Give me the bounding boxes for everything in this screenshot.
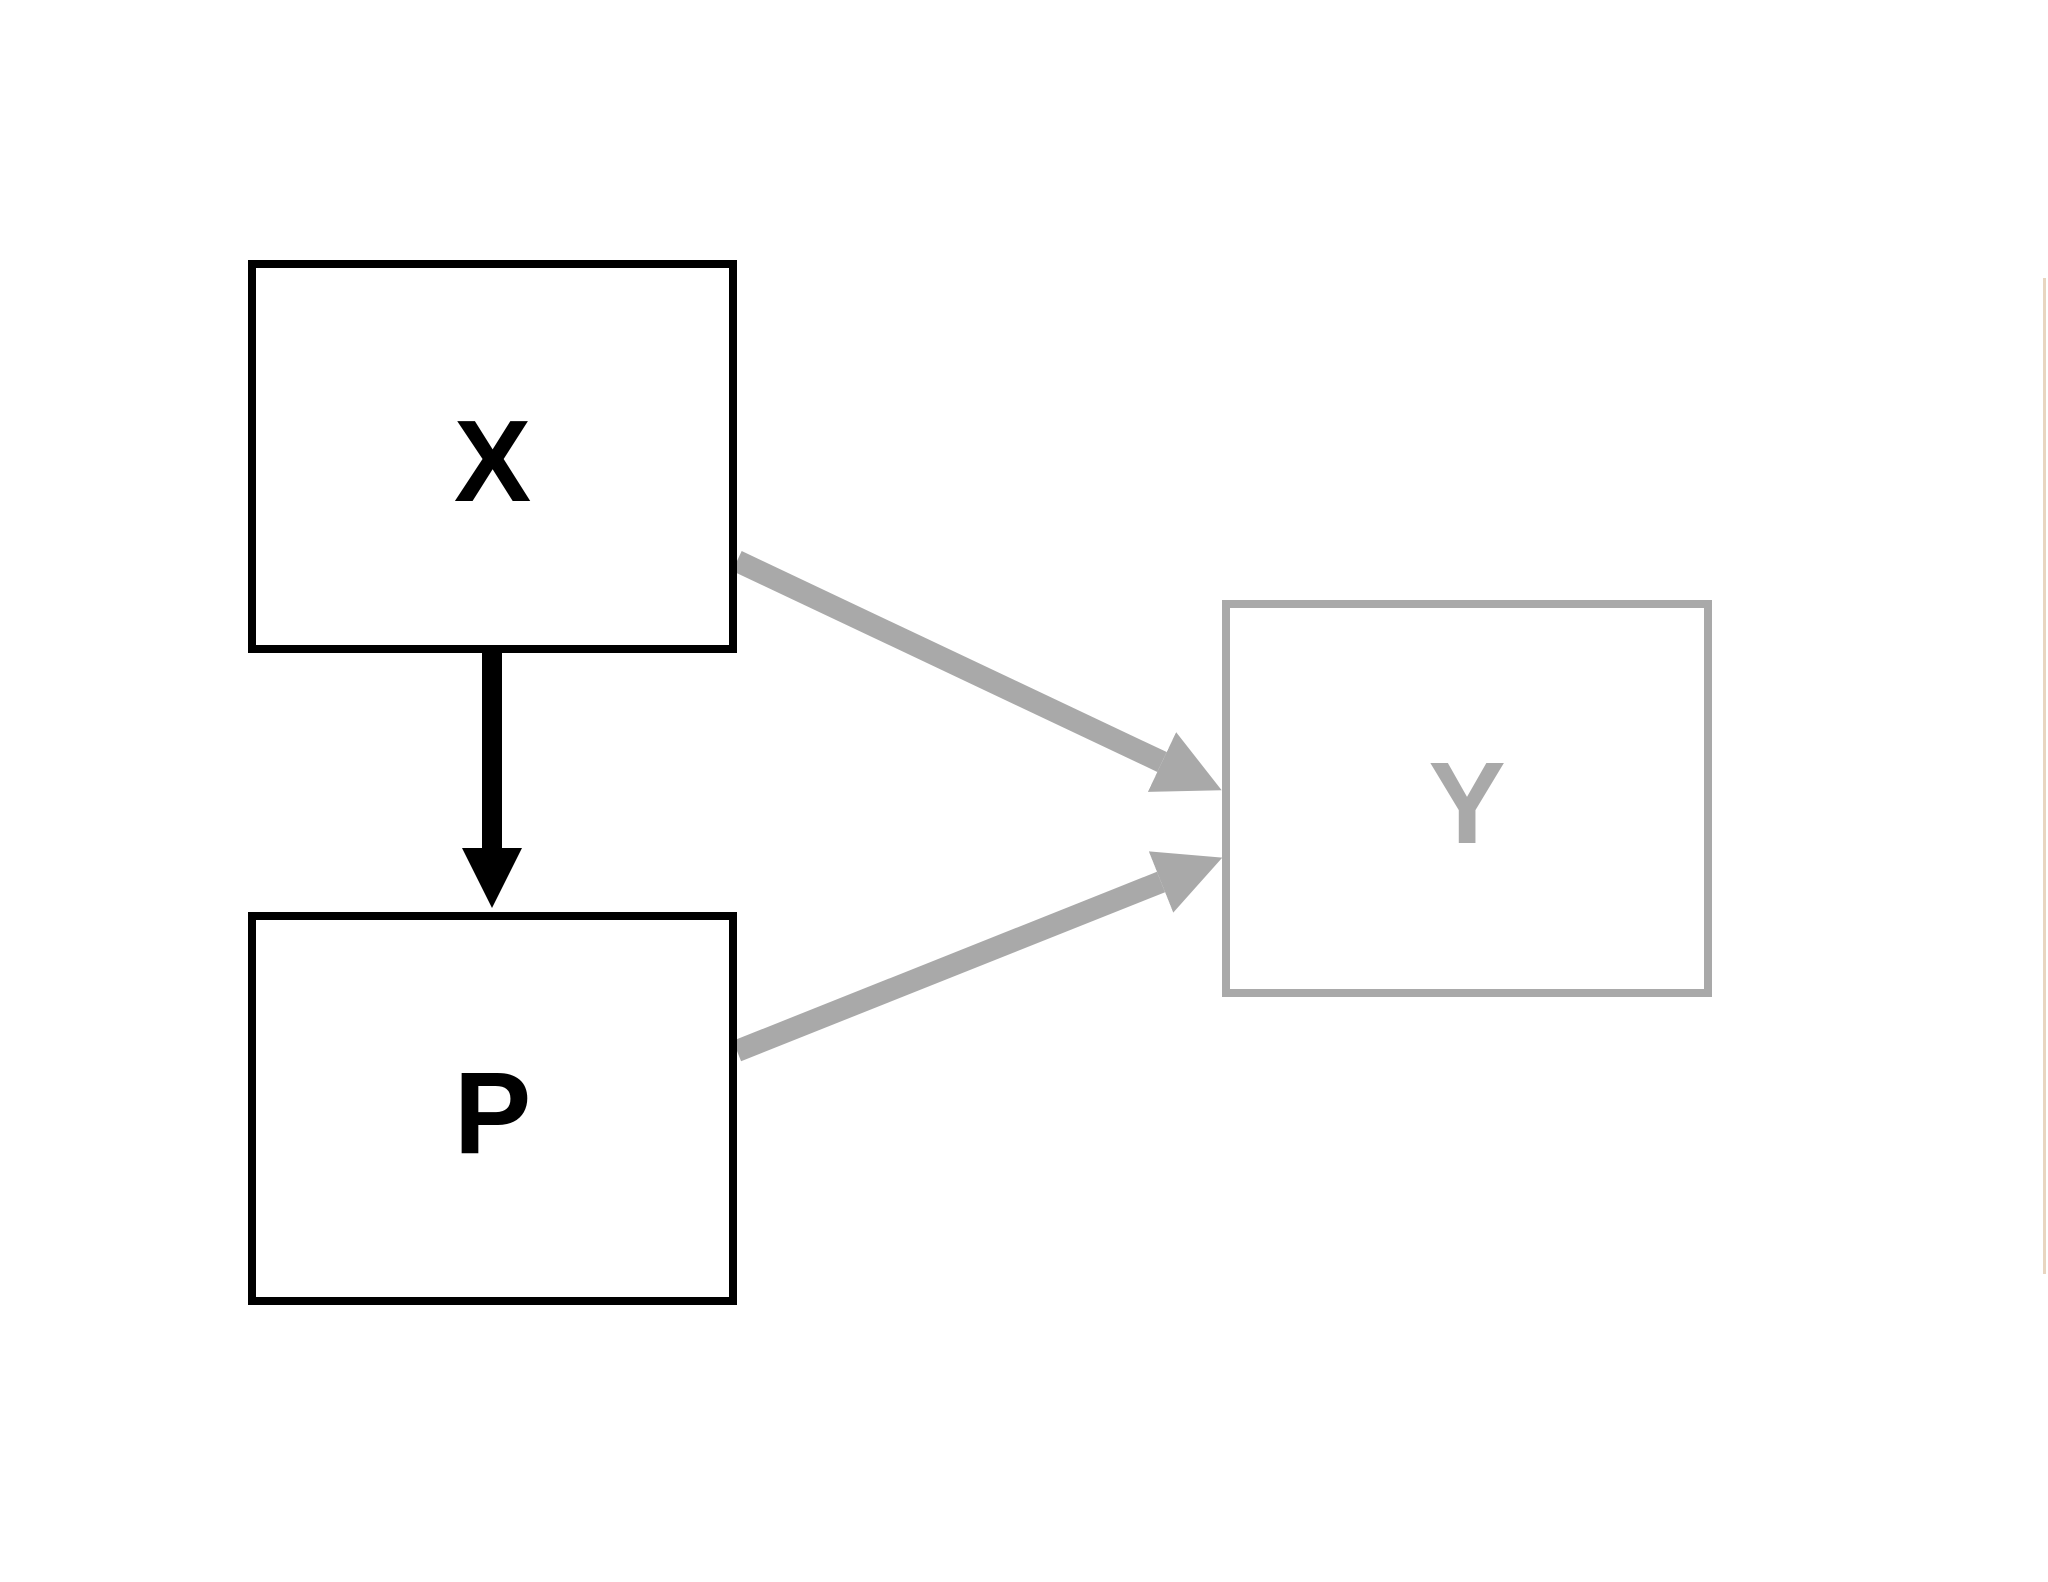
node-x: X [248,260,737,653]
right-edge-accent-line [2043,278,2046,1274]
edge-p-to-y [732,851,1223,1062]
node-x-label: X [453,395,532,526]
edge-x-to-y [732,551,1222,792]
node-y: Y [1222,600,1712,997]
node-p-label: P [453,1047,532,1178]
node-y-label: Y [1428,737,1506,868]
node-p: P [248,912,737,1305]
